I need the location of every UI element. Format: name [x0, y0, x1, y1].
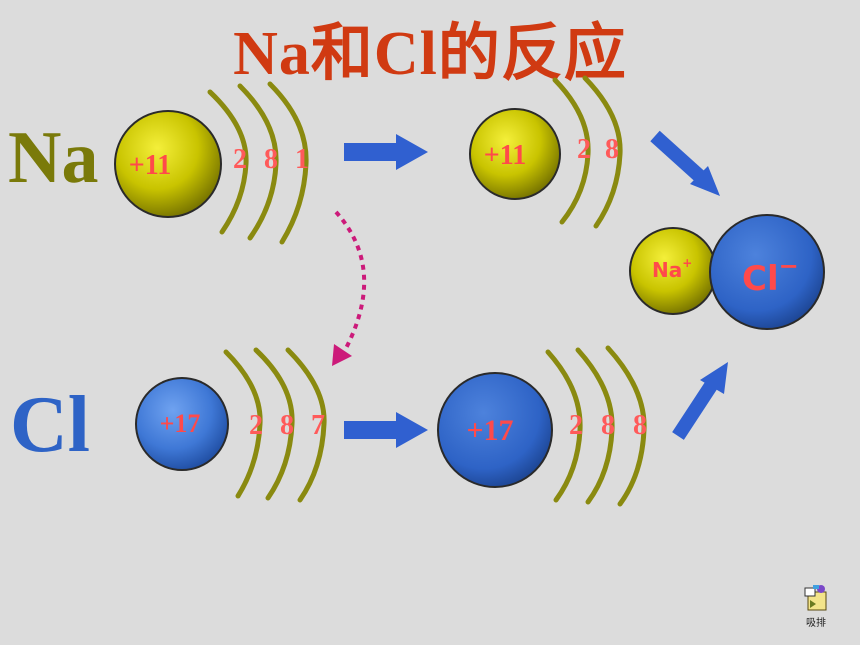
na-shell-arcs [207, 81, 309, 245]
cl-ion-shell-arcs [545, 345, 647, 507]
na-shell-1: 2 [233, 144, 247, 175]
na-ion-shell-arcs [552, 75, 623, 229]
cl-shell-3: 7 [311, 410, 325, 441]
cl-shell-2: 8 [280, 410, 294, 441]
product-na-label: Na+ [652, 256, 692, 282]
na-ion: +11 2 8 [469, 75, 623, 229]
na-shell-2: 8 [264, 144, 278, 175]
chlorine-symbol: Cl [10, 381, 90, 469]
cl-ion-shell-2: 8 [601, 410, 615, 441]
na-ion-shell-1: 2 [577, 134, 591, 165]
cl-ion-nucleus-charge: +17 [466, 414, 513, 447]
cl-ion: +17 2 8 8 [437, 345, 647, 507]
na-nucleus [114, 110, 222, 218]
electron-transfer-arrow [332, 210, 367, 366]
na-nucleus-charge: +11 [129, 150, 171, 181]
product-cl-ion [709, 214, 825, 330]
arrow-up-right-icon [672, 362, 728, 440]
na-ion-shell-2: 8 [605, 134, 619, 165]
na-ion-nucleus [469, 108, 561, 200]
cl-ion-shell-3: 8 [633, 410, 647, 441]
cl-nucleus [135, 377, 229, 471]
na-shell-3: 1 [295, 144, 309, 175]
icon-label: 吸排 [806, 618, 826, 629]
cl-ion-shell-1: 2 [569, 410, 583, 441]
sodium-symbol: Na [8, 117, 99, 199]
product-ion-pair: Na+ Cl− [629, 214, 825, 330]
na-atom: +11 2 8 1 [114, 81, 309, 245]
arrow-down-right-icon [650, 130, 720, 196]
cl-atom: +17 2 8 7 [135, 347, 327, 503]
na-ion-nucleus-charge: +11 [484, 140, 526, 171]
cl-shell-1: 2 [249, 410, 263, 441]
arrow-right-icon [344, 134, 428, 170]
cl-shell-arcs [223, 347, 327, 503]
cl-ion-nucleus [437, 372, 553, 488]
product-cl-label: Cl− [742, 252, 799, 299]
sound-file-icon[interactable] [802, 582, 832, 617]
cl-nucleus-charge: +17 [160, 409, 201, 438]
page-title: Na和Cl的反应 [233, 20, 627, 88]
arrow-right-icon-2 [344, 412, 428, 448]
